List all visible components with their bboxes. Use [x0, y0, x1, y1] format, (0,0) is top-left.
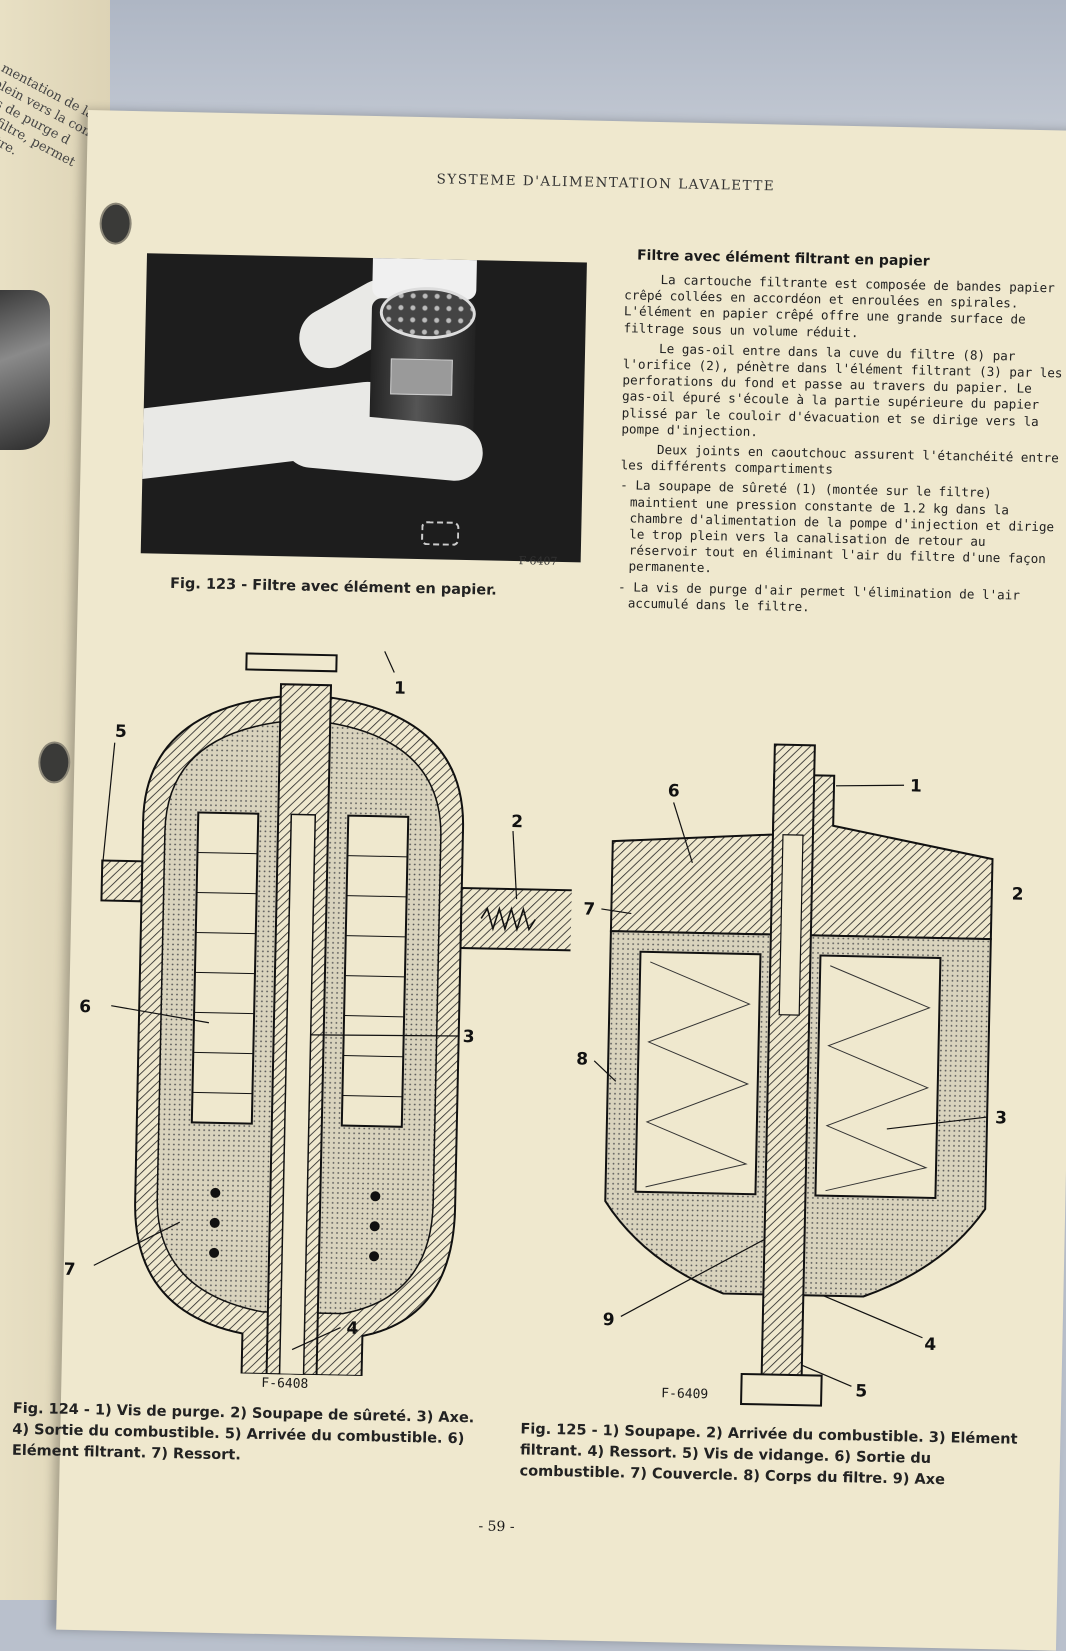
photo-code: F-6407 — [518, 554, 558, 568]
left-page-photo — [0, 290, 50, 450]
fig124-purge-screw — [245, 652, 338, 673]
binder-hole — [99, 202, 133, 245]
fig125-label: 9 — [603, 1310, 615, 1330]
filter-photo — [140, 253, 587, 563]
fig124-label: 4 — [346, 1319, 358, 1339]
bullet: - La vis de purge d'air permet l'élimina… — [617, 578, 1021, 615]
fig124-element-left — [190, 811, 260, 1125]
fig125-diagram: 1 2 3 4 5 6 7 8 9 — [576, 743, 1024, 1407]
fig125-label: 2 — [1012, 885, 1024, 905]
fig124-valve-body — [459, 886, 578, 952]
fig124-bore — [278, 813, 317, 1376]
fig125-code: F-6409 — [661, 1386, 709, 1403]
paragraph: La cartouche filtrante est composée de b… — [623, 272, 1055, 340]
fig125-drain-screw — [740, 1372, 823, 1407]
fig125-label: 3 — [995, 1108, 1007, 1128]
fig125-element-right — [814, 954, 942, 1200]
fig125-label: 6 — [668, 781, 680, 801]
filter-label — [390, 358, 453, 396]
fig124-label: 6 — [79, 997, 91, 1017]
fig123-caption: Fig. 123 - Filtre avec élément en papier… — [169, 575, 497, 599]
fig125-axis-bore — [778, 834, 804, 1016]
fig125-label: 7 — [583, 900, 595, 920]
spring-part — [420, 521, 460, 546]
fig124-diagram: 1 2 3 4 5 6 7 — [63, 651, 578, 1378]
fig125-label: 5 — [855, 1381, 867, 1401]
fig124-code: F-6408 — [261, 1375, 309, 1392]
fig124-label: 2 — [511, 812, 523, 832]
fig124-label: 5 — [115, 722, 127, 742]
paragraph: Deux joints en caoutchouc assurent l'éta… — [620, 442, 1059, 477]
fig124-inlet — [100, 859, 144, 903]
fig125-label: 4 — [924, 1335, 936, 1355]
right-page: SYSTEME D'ALIMENTATION LAVALETTE F-6407 … — [12, 110, 1066, 1651]
fig124-spring — [480, 906, 536, 932]
left-page-text: mentation de la plein vers la conduite v… — [0, 60, 123, 177]
fig125-element-left — [634, 950, 762, 1196]
fig124-label: 1 — [394, 679, 406, 699]
page-number: - 59 - — [478, 1518, 515, 1536]
running-title: SYSTEME D'ALIMENTATION LAVALETTE — [436, 171, 776, 195]
fig124-label: 7 — [63, 1260, 75, 1280]
fig124-element-right — [340, 814, 410, 1128]
fig125-caption: Fig. 125 - 1) Soupape. 2) Arrivée du com… — [519, 1421, 1018, 1489]
bullet: - La soupape de sûreté (1) (montée sur l… — [620, 477, 1055, 576]
section-body: La cartouche filtrante est composée de b… — [618, 271, 1065, 624]
fig124-caption: Fig. 124 - 1) Vis de purge. 2) Soupape d… — [11, 1400, 475, 1464]
fig125-label: 8 — [576, 1049, 588, 1069]
section-title: Filtre avec élément filtrant en papier — [636, 247, 930, 270]
fig125-label: 1 — [910, 776, 922, 796]
paragraph: Le gas-oil entre dans la cuve du filtre … — [621, 340, 1063, 439]
fig124-label: 3 — [462, 1027, 474, 1047]
